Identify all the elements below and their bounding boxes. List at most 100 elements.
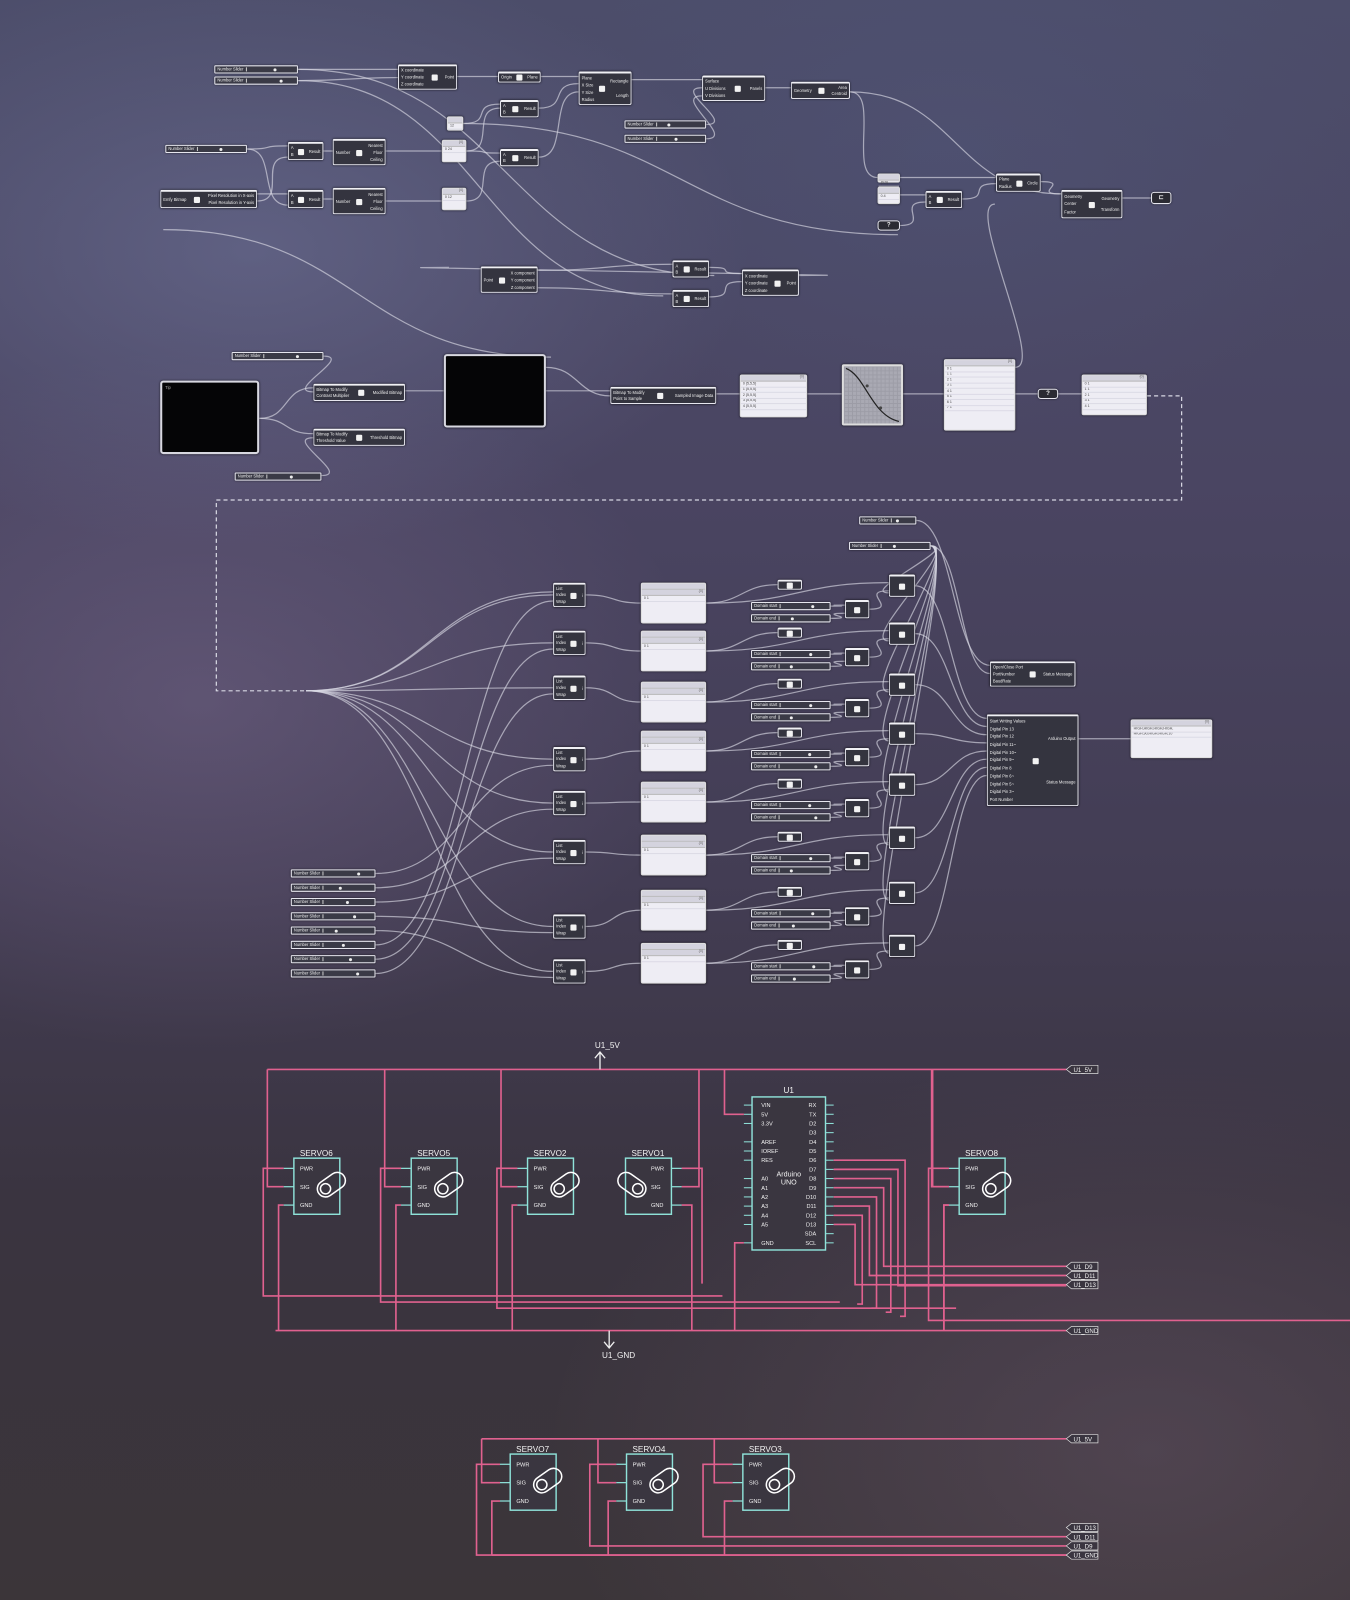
- input-param[interactable]: B: [675, 269, 679, 275]
- input-param[interactable]: Open/Close Port: [992, 664, 1024, 670]
- list-panel[interactable]: {0}0 1: [640, 889, 707, 931]
- input-param[interactable]: Start Writing Values: [989, 718, 1026, 724]
- input-param[interactable]: Port Number: [989, 796, 1013, 803]
- domain-start-slider[interactable]: Domain start: [751, 801, 831, 810]
- slider-track[interactable]: [247, 78, 297, 84]
- input-param[interactable]: Surface: [705, 78, 720, 85]
- graph-curve[interactable]: [844, 366, 901, 423]
- slider-track[interactable]: [657, 121, 705, 127]
- slider-track[interactable]: [323, 956, 374, 962]
- slider-handle[interactable]: [808, 804, 812, 808]
- compare-node[interactable]: [777, 831, 803, 842]
- pick-node[interactable]: [888, 673, 916, 696]
- remap-numbers[interactable]: [844, 907, 870, 926]
- input-param[interactable]: Number: [335, 198, 351, 204]
- number-slider[interactable]: Number Slider: [214, 76, 298, 85]
- slider-handle[interactable]: [811, 912, 815, 916]
- input-param[interactable]: Factor: [1064, 209, 1076, 215]
- input-param[interactable]: Bitmap To Modify: [316, 431, 348, 437]
- slider-handle[interactable]: [353, 915, 357, 919]
- number-slider[interactable]: Number Slider: [234, 472, 322, 481]
- slider-handle[interactable]: [809, 704, 813, 708]
- slider-track[interactable]: [881, 543, 929, 549]
- output-param[interactable]: Result: [308, 148, 321, 154]
- input-param[interactable]: Index: [556, 968, 567, 974]
- slider-track[interactable]: [267, 473, 320, 479]
- output-param[interactable]: i: [581, 756, 583, 762]
- panel[interactable]: {0;0}: [877, 173, 900, 187]
- output-param[interactable]: Nearest: [368, 191, 383, 197]
- slider-track[interactable]: [323, 942, 374, 948]
- input-param[interactable]: Origin: [501, 74, 512, 80]
- number-slider[interactable]: Number Slider: [165, 144, 247, 154]
- domain-start-slider[interactable]: Domain start: [751, 909, 831, 918]
- list-panel[interactable]: {0}0 1: [640, 630, 707, 672]
- input-param[interactable]: Digital Pin 11~: [989, 741, 1016, 747]
- slider-handle[interactable]: [219, 147, 223, 152]
- slider-handle[interactable]: [791, 924, 795, 928]
- output-param[interactable]: Result: [694, 266, 707, 272]
- domain-end-slider[interactable]: Domain end: [751, 813, 831, 822]
- input-param[interactable]: Geometry: [1064, 193, 1083, 199]
- input-param[interactable]: Index: [556, 923, 567, 930]
- input-param[interactable]: Radius: [998, 183, 1012, 189]
- list-panel[interactable]: {0}0 1: [640, 942, 707, 984]
- output-param[interactable]: Transform: [1100, 207, 1120, 213]
- input-param[interactable]: Index: [556, 640, 567, 646]
- input-param[interactable]: Index: [556, 800, 567, 806]
- remap-numbers[interactable]: [844, 747, 870, 767]
- number-slider[interactable]: Number Slider: [290, 897, 376, 907]
- slider-handle[interactable]: [334, 929, 338, 933]
- slider-handle[interactable]: [295, 355, 299, 359]
- input-param[interactable]: List: [556, 794, 563, 800]
- panel[interactable]: 0.4: [877, 186, 900, 205]
- graph-mapper[interactable]: [841, 364, 904, 426]
- input-param[interactable]: Digital Pin 3~: [989, 789, 1014, 795]
- domain-start-slider[interactable]: Domain start: [751, 854, 831, 863]
- input-param[interactable]: Wrap: [556, 855, 566, 862]
- output-param[interactable]: Status Message: [1046, 779, 1076, 785]
- pick-node[interactable]: [888, 881, 916, 905]
- slider-handle[interactable]: [338, 886, 343, 890]
- slider-track[interactable]: [657, 136, 705, 142]
- slider-handle[interactable]: [289, 475, 293, 479]
- input-param[interactable]: Digital Pin 10~: [989, 749, 1017, 755]
- output-param[interactable]: ⊏: [1151, 191, 1172, 205]
- slider-handle[interactable]: [789, 716, 793, 720]
- domain-end-slider[interactable]: Domain end: [751, 974, 831, 983]
- output-param[interactable]: Y component: [510, 277, 535, 283]
- slider-handle[interactable]: [896, 519, 900, 523]
- domain-end-slider[interactable]: Domain end: [751, 866, 831, 875]
- input-param[interactable]: Wrap: [556, 598, 566, 604]
- slider-handle[interactable]: [810, 605, 814, 609]
- slider-track[interactable]: [247, 66, 297, 72]
- slider-handle[interactable]: [349, 958, 353, 962]
- output-param[interactable]: Result: [524, 106, 536, 112]
- input-param[interactable]: Point to Sample: [613, 395, 643, 402]
- slider-handle[interactable]: [279, 79, 283, 83]
- slider-track[interactable]: [779, 922, 829, 928]
- slider-handle[interactable]: [808, 753, 812, 757]
- slider-handle[interactable]: [809, 857, 813, 861]
- input-param[interactable]: BaudRate: [992, 678, 1012, 684]
- input-param[interactable]: Digital Pin 8: [989, 765, 1012, 771]
- input-param[interactable]: A: [290, 145, 294, 151]
- output-param[interactable]: Ceiling: [370, 156, 383, 162]
